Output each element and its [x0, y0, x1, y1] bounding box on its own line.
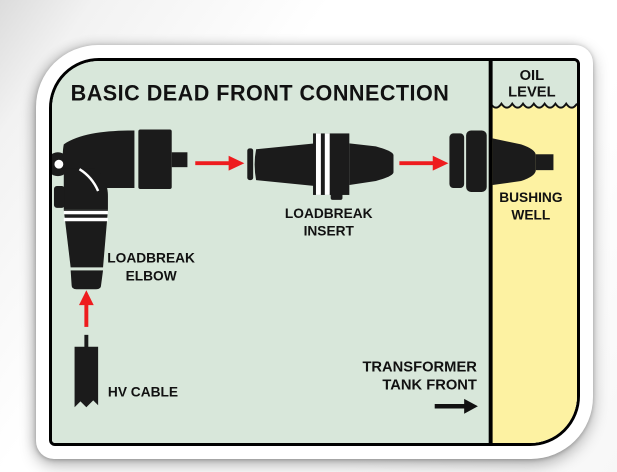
oil-level-label-line1: OIL — [520, 68, 545, 84]
elbow-joint-seam — [78, 168, 100, 192]
bushing-well-label-line1: BUSHING — [499, 189, 562, 205]
oil-column: OIL LEVEL — [489, 68, 577, 443]
hv-cable-label: HV CABLE — [108, 383, 178, 399]
bushing-well: BUSHING WELL — [449, 130, 563, 223]
tank-front-arrow-head — [464, 398, 478, 414]
elbow-joint — [63, 168, 108, 210]
arrow-head — [432, 155, 449, 171]
elbow-leg-stripe-1 — [63, 210, 108, 215]
insert-collar-stripe-2 — [324, 133, 330, 195]
elbow-boot — [70, 270, 104, 290]
elbow-side-lug — [53, 186, 65, 208]
bushing-cone — [492, 138, 536, 186]
diagram-title: BASIC DEAD FRONT CONNECTION — [71, 81, 450, 106]
bushing-well-label-line2: WELL — [511, 207, 550, 223]
arrow-cable-to-elbow — [78, 290, 94, 327]
cable-body — [74, 346, 99, 408]
insert-collar-stripe-1 — [315, 133, 321, 195]
arrow-head — [228, 155, 245, 171]
arrow-insert-to-bushing — [399, 155, 449, 171]
arrow-elbow-to-insert — [195, 155, 245, 171]
transformer-tank-front-callout: TRANSFORMER TANK FRONT — [362, 359, 478, 414]
transformer-label-line1: TRANSFORMER — [362, 359, 477, 375]
oil-level-wavy-line — [489, 101, 577, 109]
bushing-flange-inner — [466, 130, 487, 192]
diagram-canvas: OIL LEVEL BASIC DEAD FRONT CONNECTION — [52, 61, 577, 443]
dead-front-connection-diagram: OIL LEVEL BASIC DEAD FRONT CONNECTION — [49, 58, 580, 446]
oil-level-label-line2: LEVEL — [508, 85, 555, 101]
loadbreak-insert-label-line2: INSERT — [304, 223, 355, 239]
elbow-leg-stripe-2 — [63, 217, 108, 222]
cable-conductor-wire — [84, 334, 89, 349]
bushing-flange-outer — [449, 133, 465, 189]
elbow-pulling-eye-hole — [54, 159, 64, 169]
arrow-head — [78, 290, 94, 306]
insert-body — [254, 143, 315, 187]
loadbreak-insert-label-line1: LOADBREAK — [285, 205, 373, 221]
insert-bottom-tab — [330, 189, 343, 200]
bushing-terminal-stub — [535, 154, 554, 171]
loadbreak-insert: LOADBREAK INSERT — [247, 133, 394, 239]
insert-nose-pin — [247, 148, 254, 181]
hv-cable: HV CABLE — [74, 334, 178, 408]
elbow-end-block — [138, 129, 172, 189]
elbow-probe-stub — [171, 152, 188, 168]
loadbreak-elbow: LOADBREAK ELBOW — [52, 129, 195, 290]
insert-cone — [349, 143, 394, 186]
elbow-leg — [63, 209, 108, 268]
loadbreak-elbow-label-line2: ELBOW — [126, 267, 178, 283]
loadbreak-elbow-label-line1: LOADBREAK — [107, 249, 195, 265]
diagram-card: OIL LEVEL BASIC DEAD FRONT CONNECTION — [36, 45, 593, 459]
transformer-label-line2: TANK FRONT — [382, 377, 477, 393]
